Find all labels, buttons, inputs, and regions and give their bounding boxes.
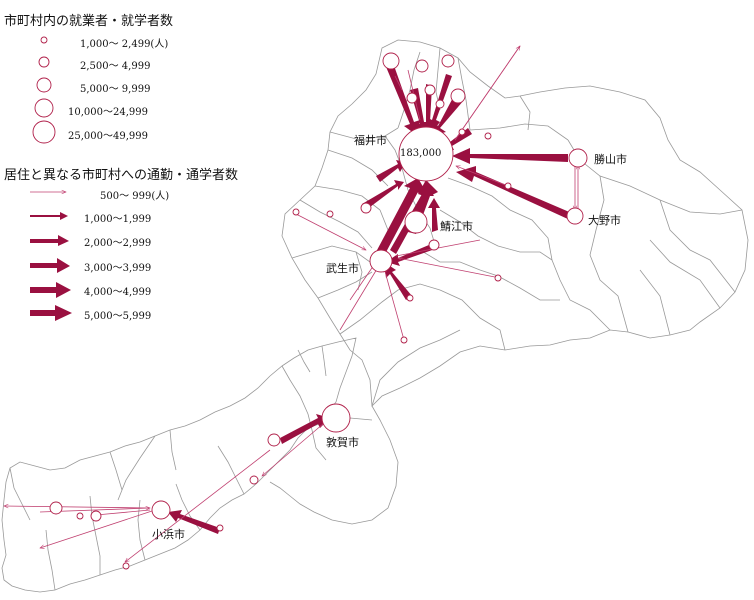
flow-arrow-obama xyxy=(168,510,220,534)
city-label-sabae: 鯖江市 xyxy=(440,220,473,233)
legend-label: 2,000～2,999 xyxy=(84,238,152,249)
circle-w2 xyxy=(326,210,334,218)
flow-arrows xyxy=(168,60,574,534)
circle-n4 xyxy=(406,92,418,104)
circle-w1 xyxy=(360,202,372,214)
circle-w4 xyxy=(458,128,466,136)
flow-arrow-west-fukui xyxy=(376,160,406,182)
legend-label: 1,000～1,999 xyxy=(84,214,152,225)
city-label-fukui: 福井市 xyxy=(354,134,387,147)
legend-circles xyxy=(32,36,56,144)
thin-flows xyxy=(4,46,578,562)
circle-e2 xyxy=(504,182,512,190)
flow-arrow-sabae-small xyxy=(428,198,440,232)
legend-label: 4,000～4,999 xyxy=(84,287,152,298)
circle-tsuruga xyxy=(321,403,351,433)
circle-sabae xyxy=(404,210,428,234)
circle-n5 xyxy=(424,84,436,96)
legend-arrows xyxy=(30,192,72,321)
circle-o5 xyxy=(76,512,84,520)
circle-s1 xyxy=(428,239,440,251)
circle-n2 xyxy=(415,59,429,73)
circle-s3 xyxy=(400,336,408,344)
legend-label: 5,000～ 9,999 xyxy=(80,84,151,95)
circle-n6 xyxy=(450,88,466,104)
circle-w3 xyxy=(292,208,300,216)
circle-katsuyama xyxy=(568,148,588,168)
circle-fukui xyxy=(398,126,454,182)
circle-s2 xyxy=(406,294,414,302)
legend-commute-title: 居住と異なる市町村への通勤・通学者数 xyxy=(4,168,239,183)
reinan-outline xyxy=(1,337,399,593)
legend-label: 25,000～49,999 xyxy=(68,131,148,142)
flow-arrow-tsuruga xyxy=(280,414,330,444)
city-label-tsuruga: 敦賀市 xyxy=(326,436,359,449)
city-label-ono: 大野市 xyxy=(588,214,621,227)
flow-arrow-takefu-fukui xyxy=(376,178,426,256)
city-value-fukui: 183,000 xyxy=(400,148,442,159)
city-label-katsuyama: 勝山市 xyxy=(594,153,627,166)
circle-obama xyxy=(151,500,171,520)
circle-t1 xyxy=(267,433,281,447)
legend-label: 2,500～ 4,999 xyxy=(80,61,151,72)
city-label-obama: 小浜市 xyxy=(152,528,185,541)
legend-label: 10,000～24,999 xyxy=(68,107,148,118)
circle-n7 xyxy=(435,99,445,109)
circle-n1 xyxy=(382,52,400,70)
legend-label: 3,000～3,999 xyxy=(84,263,152,274)
circle-n3 xyxy=(441,54,455,68)
flow-arrow-west2 xyxy=(362,180,404,210)
circle-t2 xyxy=(249,475,259,485)
flow-arrow-south-takefu xyxy=(384,262,412,300)
circle-takefu xyxy=(369,249,393,273)
flow-arrow-north1-fukui xyxy=(384,60,420,136)
circle-o4 xyxy=(122,562,130,570)
prefecture-outline xyxy=(281,39,749,407)
legend-label: 5,000～5,999 xyxy=(84,311,152,322)
legend-label: 1,000～ 2,499(人) xyxy=(80,39,169,50)
circle-o1 xyxy=(49,501,63,515)
circle-s4 xyxy=(494,274,502,282)
circle-e1 xyxy=(484,132,492,140)
flow-arrow-katsuyama-fukui xyxy=(452,148,568,164)
circle-o3 xyxy=(216,524,224,532)
flow-arrow-ono-fukui xyxy=(456,166,574,220)
circle-ono xyxy=(566,207,584,225)
circle-o2 xyxy=(90,510,102,522)
legend-workers-title: 市町村内の就業者・就学者数 xyxy=(4,14,174,29)
flow-arrow-north4-fukui xyxy=(422,84,436,134)
legend-label: 500～ 999(人) xyxy=(100,191,170,202)
city-label-takefu: 武生市 xyxy=(326,262,359,275)
circles xyxy=(49,52,588,570)
